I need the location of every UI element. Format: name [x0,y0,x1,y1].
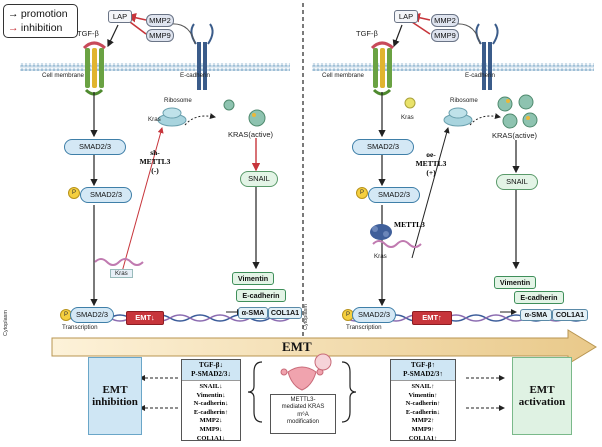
ecadherin-receptor-right-icon [475,23,499,90]
phospho-left-1: P [68,187,80,199]
kras-active-right-label: KRAS(active) [492,131,538,140]
psmad-left: SMAD2/3 [80,187,132,203]
right-marker-head: TGF-β↑ P-SMAD2/3↑ [391,360,455,381]
ribosome-left-label: Ribosome [164,97,192,104]
list-item: MMP9↑ [411,425,435,433]
cytoplasm-right: Cytoplasm [303,304,309,330]
emt-banner-label: EMT [282,339,312,354]
list-item: N-cadherin↑ [405,400,441,408]
emt-activation-box: EMT activation [512,357,572,435]
legend-promotion: → promotion [8,8,68,20]
list-item: COL1A1↑ [408,434,438,442]
uterus-icon [280,353,332,391]
kras-active-left-label: KRAS(active) [228,130,274,139]
emt-inhibition-box: EMT inhibition [88,357,142,435]
right-marker-box: TGF-β↑ P-SMAD2/3↑ SNAIL↑ Vimentin↑ N-cad… [390,359,456,443]
legend-inhibition: → inhibition [8,22,63,34]
list-item: E-cadherin↑ [193,408,229,416]
ribosome-right-icon [404,97,473,127]
vimentin-right: Vimentin [494,276,536,289]
asma-right: α-SMA [520,309,552,321]
kras-active-left-icon [223,99,266,127]
nuclear-smad-right: SMAD2/3 [352,307,396,323]
legend: → promotion → inhibition [3,4,78,38]
emt-banner-arrow [51,329,597,365]
mettl3-label: METTL3 [394,220,425,229]
tgfb-right: TGF-β [356,29,378,38]
list-item: MMP9↓ [199,425,223,433]
kras-right-label: Kras [401,114,414,121]
emt-gene-left: EMT↓ [126,311,164,325]
cell-membrane-right-label: Cell membrane [322,72,364,79]
lap-left: LAP [108,10,132,23]
kras-active-right-icon [497,94,538,129]
left-marker-box: TGF-β↓ P-SMAD2/3↓ SNAIL↓ Vimentin↓ N-cad… [181,359,241,443]
kras-left-label: Kras [148,116,161,123]
list-item: E-cadherin↓ [405,408,441,416]
transcription-left: Transcription [62,324,98,331]
mmp2-right: MMP2 [431,14,459,27]
list-item: N-cadherin↓ [193,400,229,408]
ecadherin-receptor-left-icon [190,23,214,90]
nuclear-smad-left: SMAD2/3 [70,307,114,323]
mmp9-left: MMP9 [146,29,174,42]
cell-membrane-left [20,63,290,71]
ecadherin-left: E-cadherin [236,289,286,302]
asma-left: α-SMA [238,307,268,319]
smad-left: SMAD2/3 [64,139,126,155]
inhibition-arrow-icon: → [8,22,19,34]
kras-mrna-right-label: Kras [374,253,387,260]
cell-membrane-right [312,63,594,71]
brace-right [341,361,357,423]
ecadherin-left-label: E-cadherin [180,72,210,79]
list-item: Vimentin↓ [196,391,226,399]
tgfb-receptor-left-icon [82,41,107,96]
right-marker-list: SNAIL↑ Vimentin↑ N-cadherin↑ E-cadherin↓… [391,381,455,443]
tgfb-receptor-right-icon [370,41,395,96]
col1a1-left: COL1A1 [268,307,302,319]
list-item: Vimentin↑ [408,391,438,399]
center-caption-box: METTL3- mediated KRAS m⁶A modification [270,394,336,434]
left-marker-list: SNAIL↓ Vimentin↓ N-cadherin↓ E-cadherin↑… [182,381,240,443]
mmp9-right: MMP9 [431,29,459,42]
mettl3-complex-icon [370,224,392,240]
ecadherin-right: E-cadherin [514,291,564,304]
transcription-right: Transcription [346,324,382,331]
col1a1-right: COL1A1 [552,309,588,321]
kras-mrna-right-icon [372,240,422,248]
mmp2-left: MMP2 [146,14,174,27]
list-item: COL1A1↓ [196,434,226,442]
smad-right: SMAD2/3 [352,139,414,155]
brace-left [247,361,263,423]
left-marker-head: TGF-β↓ P-SMAD2/3↓ [182,360,240,381]
lap-right: LAP [394,10,418,23]
cell-membrane-left-label: Cell membrane [42,72,84,79]
treatment-right: oe- METTL3 (+) [415,150,447,177]
promotion-arrow-icon: → [8,8,19,20]
vimentin-left: Vimentin [232,272,274,285]
tgfb-left: TGF-β [77,29,99,38]
ecadherin-right-label: E-cadherin [465,72,495,79]
kras-mrna-left-icon [94,258,144,266]
snail-right: SNAIL [496,174,538,190]
list-item: SNAIL↓ [199,383,223,390]
snail-left: SNAIL [240,171,278,187]
phospho-right-1: P [356,187,368,199]
cytoplasm-left: Cytoplasm [3,310,9,336]
list-item: MMP2↓ [199,417,223,425]
list-item: SNAIL↑ [411,383,435,390]
ribosome-right-label: Ribosome [450,97,478,104]
emt-gene-right: EMT↑ [412,311,452,325]
kras-mrna-left-label: Kras [110,269,133,278]
psmad-right: SMAD2/3 [368,187,420,203]
ribosome-left-icon [157,107,187,127]
treatment-left: sh- METTL3 (-) [139,148,171,175]
list-item: MMP2↑ [411,417,435,425]
